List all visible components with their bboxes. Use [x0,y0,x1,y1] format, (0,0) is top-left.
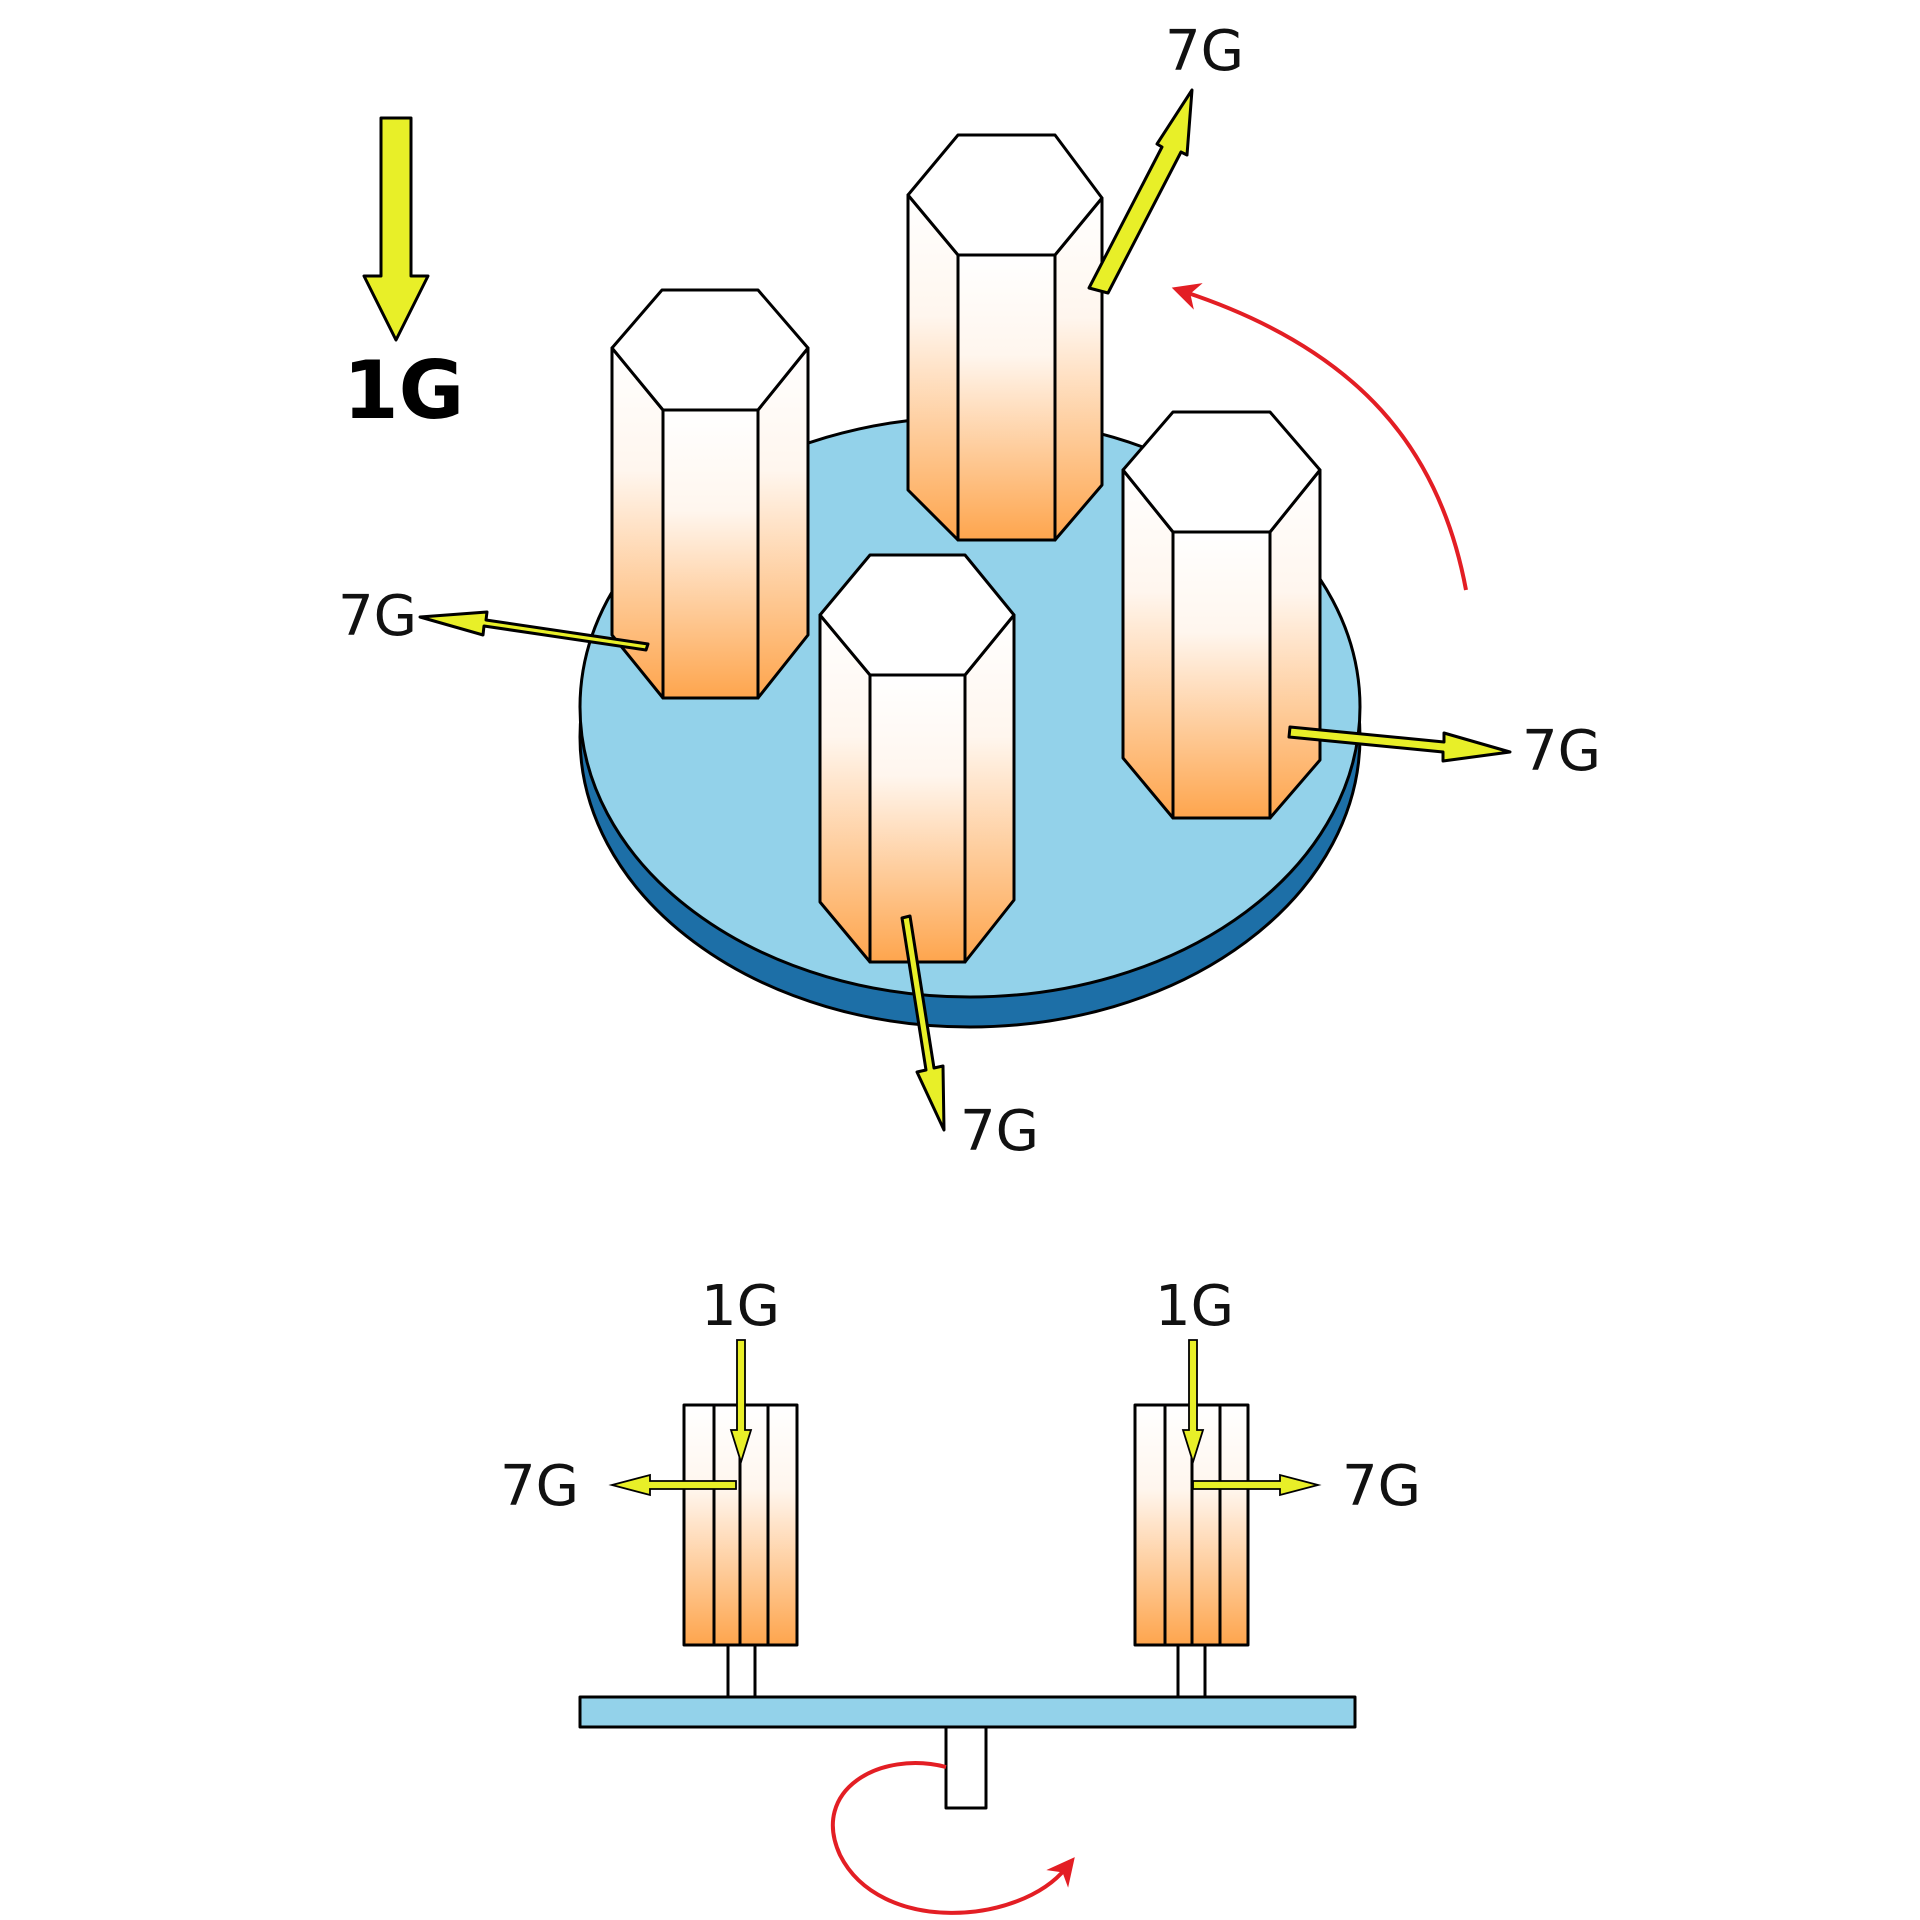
side-post-right [1176,1643,1207,1699]
side-force-label-right: 7G [1342,1454,1421,1519]
side-gravity-label-right: 1G [1155,1274,1234,1339]
rotation-arrow-side [831,1761,1075,1915]
column-front [818,553,1016,964]
rotation-arrow-top [1171,283,1468,591]
force-arrow-right [1287,725,1512,763]
column-left [610,288,810,700]
force-arrow-left [418,610,650,652]
side-gravity-arrow-left [729,1339,753,1466]
column-back [906,133,1104,542]
force-label-right: 7G [1522,719,1601,784]
side-gravity-label-left: 1G [701,1274,780,1339]
side-post-left [726,1643,757,1699]
legend-gravity-label: 1G [343,344,464,437]
legend-gravity-arrow [362,116,430,342]
column-right [1121,410,1322,820]
side-shaft [944,1724,988,1810]
side-force-arrow-right [1192,1473,1322,1497]
force-label-left: 7G [338,584,417,649]
side-force-arrow-left [608,1473,737,1497]
side-platform [578,1695,1357,1729]
force-arrow-up-right [1087,88,1194,295]
force-label-down: 7G [960,1099,1039,1164]
side-force-label-left: 7G [500,1454,579,1519]
force-arrow-down [900,914,946,1132]
side-gravity-arrow-right [1181,1339,1205,1466]
force-label-up-right: 7G [1165,19,1244,84]
